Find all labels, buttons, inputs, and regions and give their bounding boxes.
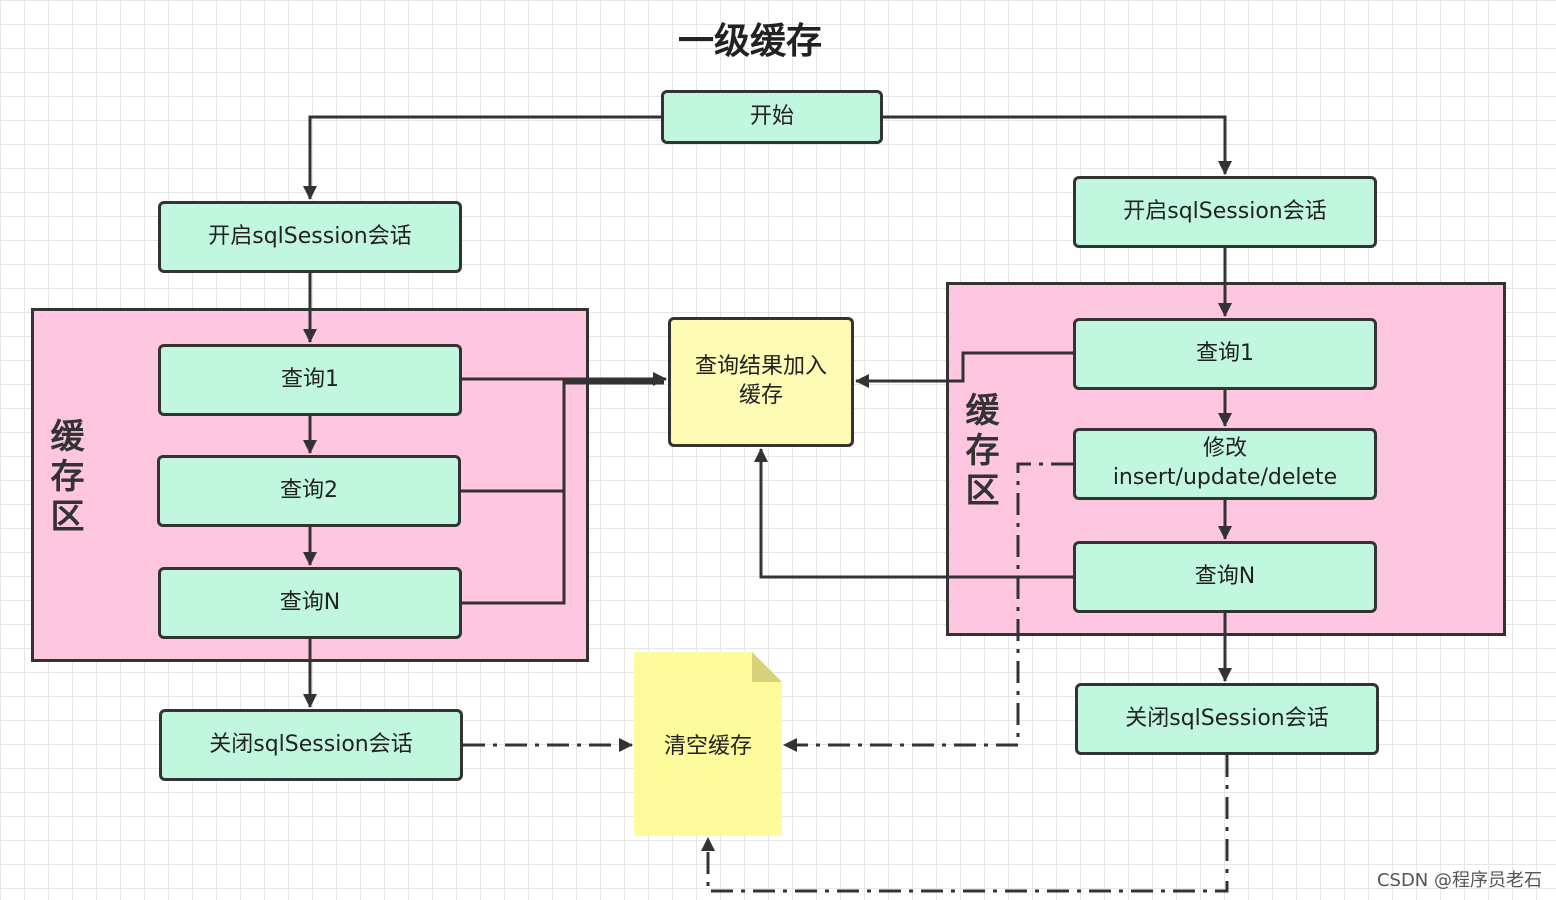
left-queryN-node[interactable]: 查询N: [158, 567, 462, 639]
clear-cache-label: 清空缓存: [663, 734, 752, 759]
add-to-cache-line1: 查询结果加入: [694, 354, 827, 380]
right-cache-region-label: 缓存区: [959, 392, 999, 512]
edge-start-to-left-open: [303, 115, 661, 200]
right-open-session-node[interactable]: 开启sqlSession会话: [1073, 176, 1377, 248]
right-queryN-node[interactable]: 查询N: [1073, 541, 1377, 613]
right-modify-line2: insert/update/delete: [1112, 465, 1338, 490]
edge-right-close-to-clear: [701, 755, 1229, 893]
right-modify-line1: 修改: [1202, 436, 1247, 462]
left-cache-region-label: 缓存区: [44, 418, 84, 538]
add-to-cache-node[interactable]: 查询结果加入 缓存: [668, 317, 854, 447]
add-to-cache-line2: 缓存: [738, 383, 783, 408]
clear-cache-node[interactable]: 清空缓存: [634, 652, 782, 836]
left-open-session-node[interactable]: 开启sqlSession会话: [158, 201, 462, 273]
left-close-session-node[interactable]: 关闭sqlSession会话: [159, 709, 463, 781]
right-modify-node[interactable]: 修改 insert/update/delete: [1073, 428, 1377, 500]
diagram-title: 一级缓存: [677, 21, 822, 62]
edge-start-to-right-open: [883, 115, 1232, 175]
left-query1-node[interactable]: 查询1: [158, 344, 462, 416]
right-query1-node[interactable]: 查询1: [1073, 318, 1377, 390]
left-query2-node[interactable]: 查询2: [157, 455, 461, 527]
watermark: CSDN @程序员老石: [1376, 870, 1542, 891]
start-node[interactable]: 开始: [661, 90, 883, 144]
right-close-session-node[interactable]: 关闭sqlSession会话: [1075, 683, 1379, 755]
